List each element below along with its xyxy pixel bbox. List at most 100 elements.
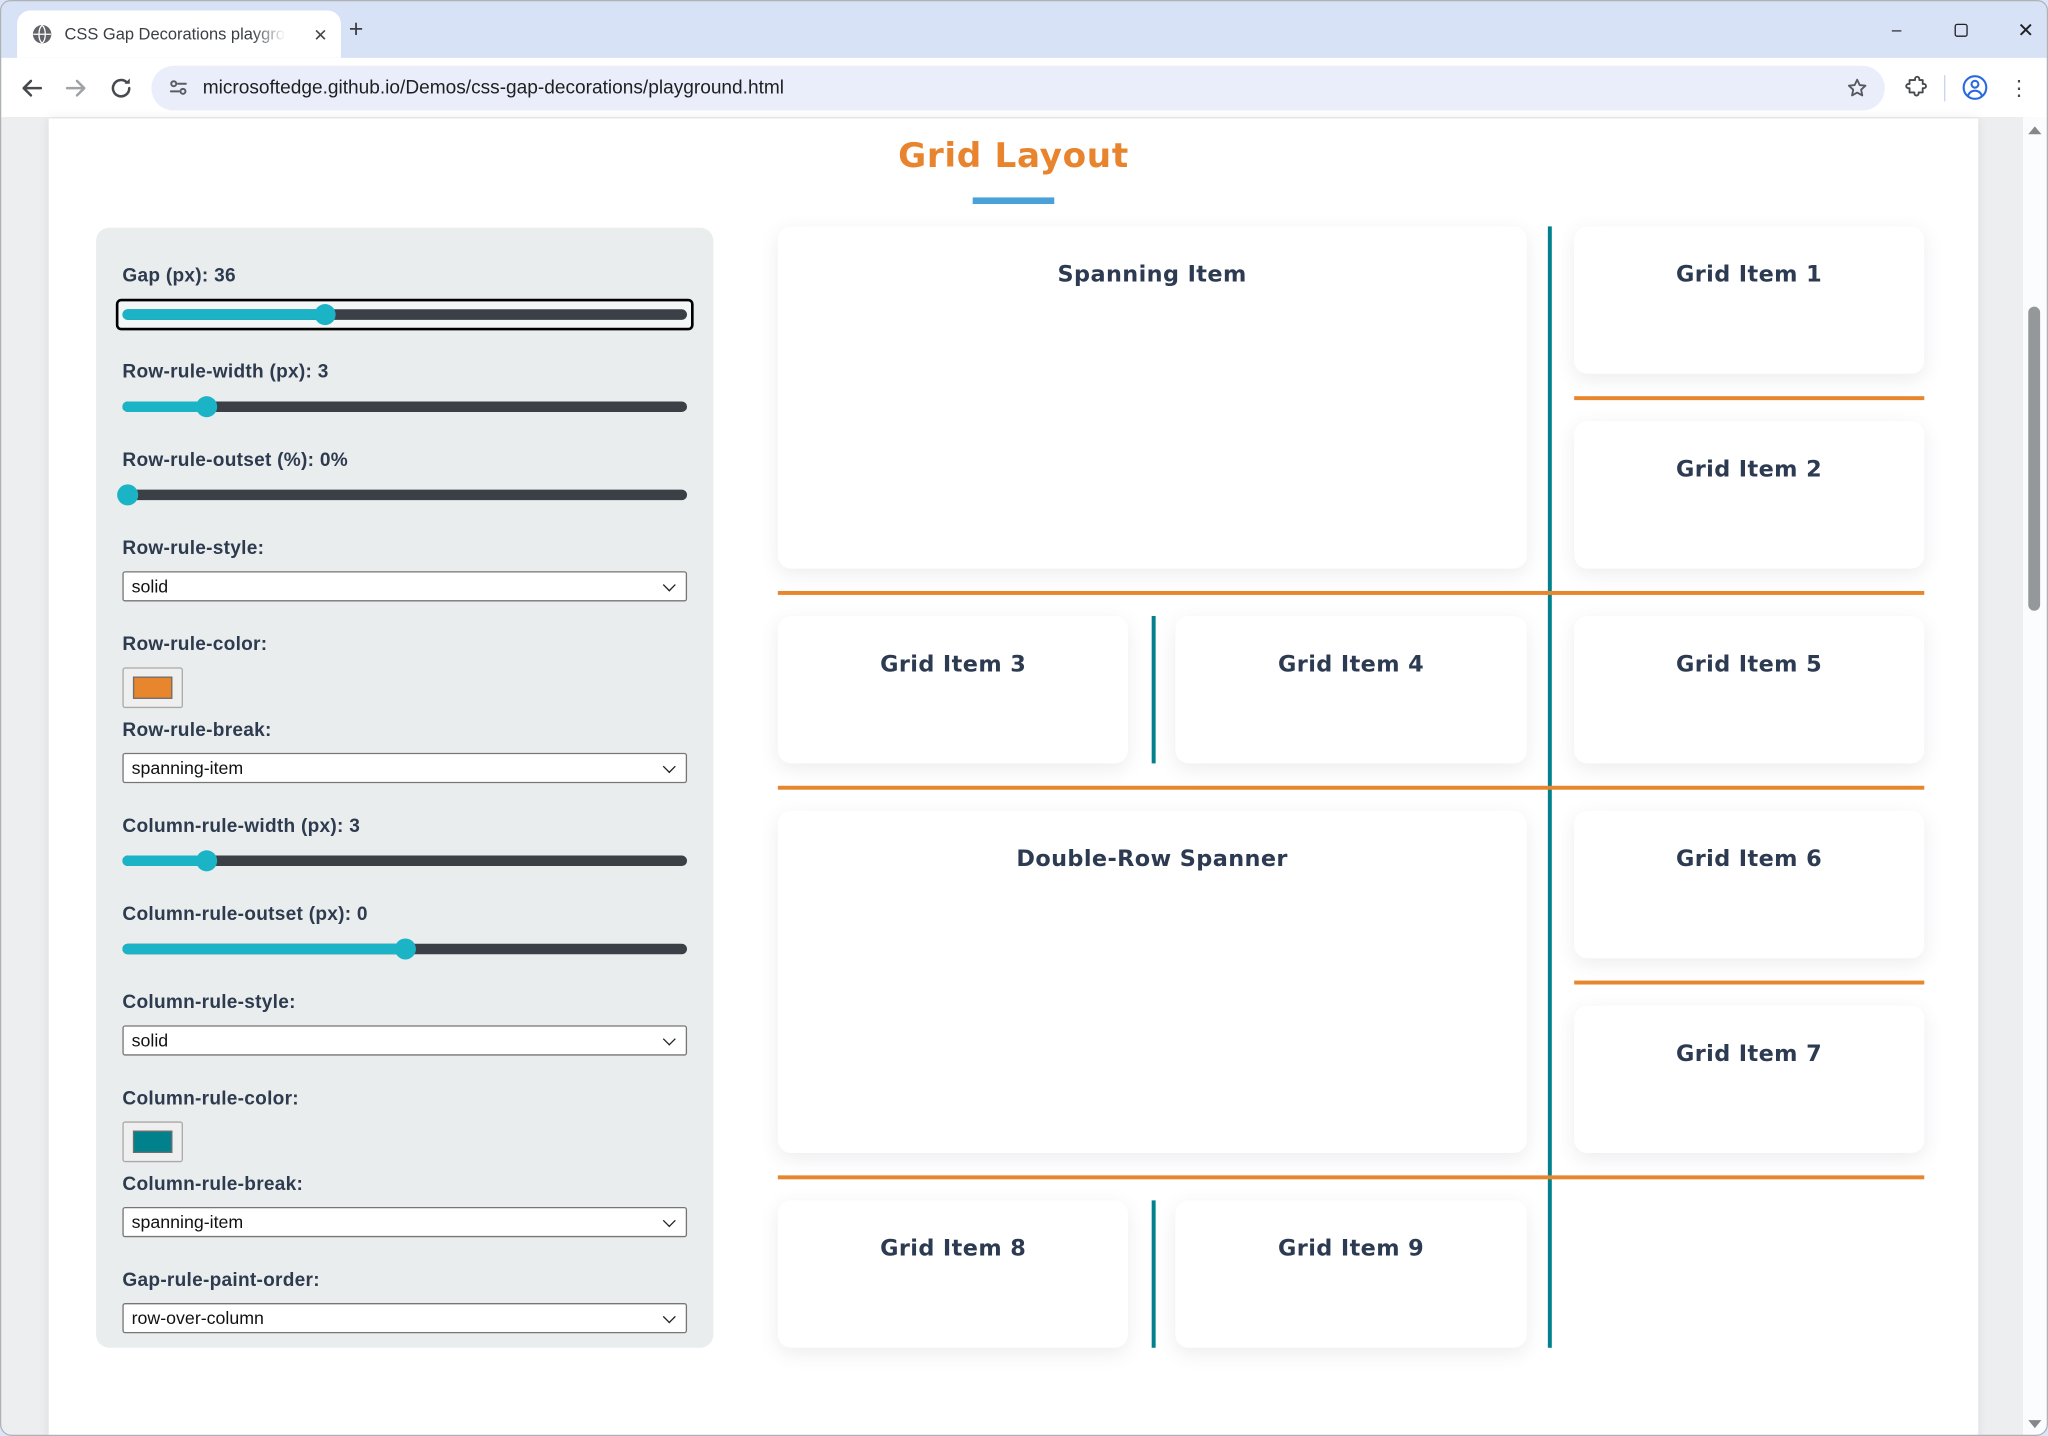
grid-card-5: Grid Item 5: [1573, 615, 1925, 764]
chevron-down-icon: [662, 578, 676, 592]
column-rule-outset-label: Column-rule-outset (px): 0: [122, 904, 368, 926]
title-underline: [972, 197, 1055, 205]
column-rule-color-picker[interactable]: [122, 1121, 183, 1163]
select-value: solid: [131, 576, 169, 597]
slider-track: [122, 304, 688, 326]
select-value: row-over-column: [131, 1308, 264, 1329]
page-title: Grid Layout: [898, 136, 1129, 177]
column-rule-color-label: Column-rule-color:: [122, 1088, 299, 1110]
scroll-up-arrow-icon[interactable]: [2028, 126, 2042, 135]
tab-bar: CSS Gap Decorations playgroun ✕ + – ✕: [1, 1, 2047, 58]
row-rule-width-label: Row-rule-width (px): 3: [122, 361, 329, 384]
page-body: Grid Layout Gap (px): 36 Row-rule-width …: [48, 118, 1979, 1435]
grid-card-1: Grid Item 1: [1573, 226, 1925, 374]
site-info-tune-icon[interactable]: [167, 76, 189, 98]
chevron-down-icon: [662, 1214, 676, 1228]
row-rule-style-select[interactable]: solid: [122, 571, 688, 602]
row-rule-width-slider[interactable]: [122, 395, 688, 419]
row-rule-full-1: [777, 590, 1925, 595]
select-value: spanning-item: [131, 758, 244, 778]
forward-button[interactable]: [54, 65, 99, 110]
back-arrow-icon: [22, 79, 43, 97]
column-rule-width-slider[interactable]: [122, 849, 688, 873]
slider-thumb[interactable]: [315, 304, 337, 326]
page-content: Grid Layout Gap (px): 36 Row-rule-width …: [1, 117, 2026, 1435]
grid-demo: Spanning Item Grid Item 1 Grid Item 2 Gr…: [777, 226, 1925, 1348]
url-text[interactable]: microsoftedge.github.io/Demos/css-gap-de…: [202, 76, 785, 99]
color-swatch: [132, 1130, 173, 1153]
browser-scrollbar[interactable]: [2022, 117, 2047, 1435]
gap-slider-label: Gap (px): 36: [122, 265, 236, 287]
tab-title: CSS Gap Decorations playgroun: [64, 25, 286, 44]
gap-rule-paint-order-label: Gap-rule-paint-order:: [122, 1270, 320, 1292]
column-rule-row6: [1151, 1200, 1156, 1348]
profile-button[interactable]: [1952, 65, 1997, 110]
column-rule-break-select[interactable]: spanning-item: [122, 1206, 688, 1238]
extensions-button[interactable]: [1893, 65, 1938, 110]
row-rule-color-label: Row-rule-color:: [122, 634, 268, 656]
slider-track: [122, 850, 688, 872]
grid-card-6: Grid Item 6: [1573, 810, 1925, 959]
column-rule-break-label: Column-rule-break:: [122, 1174, 304, 1196]
select-value: spanning-item: [131, 1212, 244, 1232]
reload-icon: [111, 77, 131, 97]
profile-avatar-icon: [1961, 75, 1987, 100]
reload-button[interactable]: [99, 65, 144, 110]
window-minimize-button[interactable]: –: [1870, 1, 1923, 58]
maximize-icon: [1954, 23, 1968, 37]
minimize-icon: –: [1891, 19, 1902, 40]
column-rule-row3: [1151, 615, 1156, 764]
grid-card-double-row-spanner: Double-Row Spanner: [777, 810, 1527, 1153]
browser-menu-button[interactable]: ⋮: [1997, 65, 2042, 110]
grid-card-9: Grid Item 9: [1175, 1200, 1527, 1348]
window-maximize-button[interactable]: [1935, 1, 1988, 58]
slider-thumb[interactable]: [196, 396, 218, 418]
toolbar-separator: [1944, 74, 1946, 101]
row-rule-style-label: Row-rule-style:: [122, 538, 265, 560]
puzzle-icon: [1904, 75, 1927, 97]
scrollbar-thumb[interactable]: [2028, 306, 2041, 611]
grid-card-4: Grid Item 4: [1175, 615, 1527, 764]
row-rule-full-2: [777, 785, 1925, 790]
back-button[interactable]: [9, 65, 54, 110]
scroll-down-arrow-icon[interactable]: [2028, 1420, 2042, 1429]
column-rule-style-select[interactable]: solid: [122, 1025, 688, 1056]
chevron-down-icon: [662, 1310, 676, 1324]
slider-thumb[interactable]: [394, 938, 416, 960]
tab-css-gap-decorations[interactable]: CSS Gap Decorations playgroun ✕: [17, 10, 341, 58]
window-close-button[interactable]: ✕: [1999, 1, 2046, 58]
gap-slider[interactable]: [122, 304, 688, 326]
gap-rule-paint-order-select[interactable]: row-over-column: [122, 1303, 688, 1334]
row-rule-outset-label: Row-rule-outset (%): 0%: [122, 450, 348, 472]
row-rule-break-label: Row-rule-break:: [122, 719, 272, 742]
select-value: solid: [131, 1030, 169, 1051]
slider-track: [122, 396, 688, 418]
close-icon: ✕: [2017, 19, 2034, 42]
three-dot-menu-icon: ⋮: [2008, 76, 2030, 100]
bookmark-star-icon[interactable]: [1845, 76, 1869, 100]
new-tab-button[interactable]: +: [348, 15, 364, 44]
grid-card-7: Grid Item 7: [1573, 1005, 1925, 1153]
address-bar[interactable]: microsoftedge.github.io/Demos/css-gap-de…: [151, 65, 1885, 110]
row-rule-outset-slider[interactable]: [117, 483, 688, 507]
slider-track: [122, 938, 688, 960]
row-rule-color-picker[interactable]: [122, 667, 183, 709]
slider-track: [117, 484, 688, 506]
chevron-down-icon: [662, 1032, 676, 1046]
slider-thumb[interactable]: [196, 850, 218, 872]
globe-favicon-icon: [32, 24, 53, 45]
tab-close-icon[interactable]: ✕: [313, 24, 328, 45]
column-rule-style-label: Column-rule-style:: [122, 992, 296, 1014]
gap-slider-focus-ring: [115, 298, 694, 331]
column-rule-outset-slider[interactable]: [122, 937, 688, 961]
row-rule-break-select[interactable]: spanning-item: [122, 752, 688, 784]
slider-thumb[interactable]: [117, 484, 139, 506]
column-rule-width-label: Column-rule-width (px): 3: [122, 816, 361, 838]
row-rule-col3-2: [1574, 980, 1925, 985]
grid-card-spanning-item: Spanning Item: [777, 226, 1527, 569]
grid-card-8: Grid Item 8: [777, 1200, 1129, 1348]
browser-toolbar: microsoftedge.github.io/Demos/css-gap-de…: [1, 57, 2047, 118]
row-rule-full-3: [777, 1175, 1925, 1180]
